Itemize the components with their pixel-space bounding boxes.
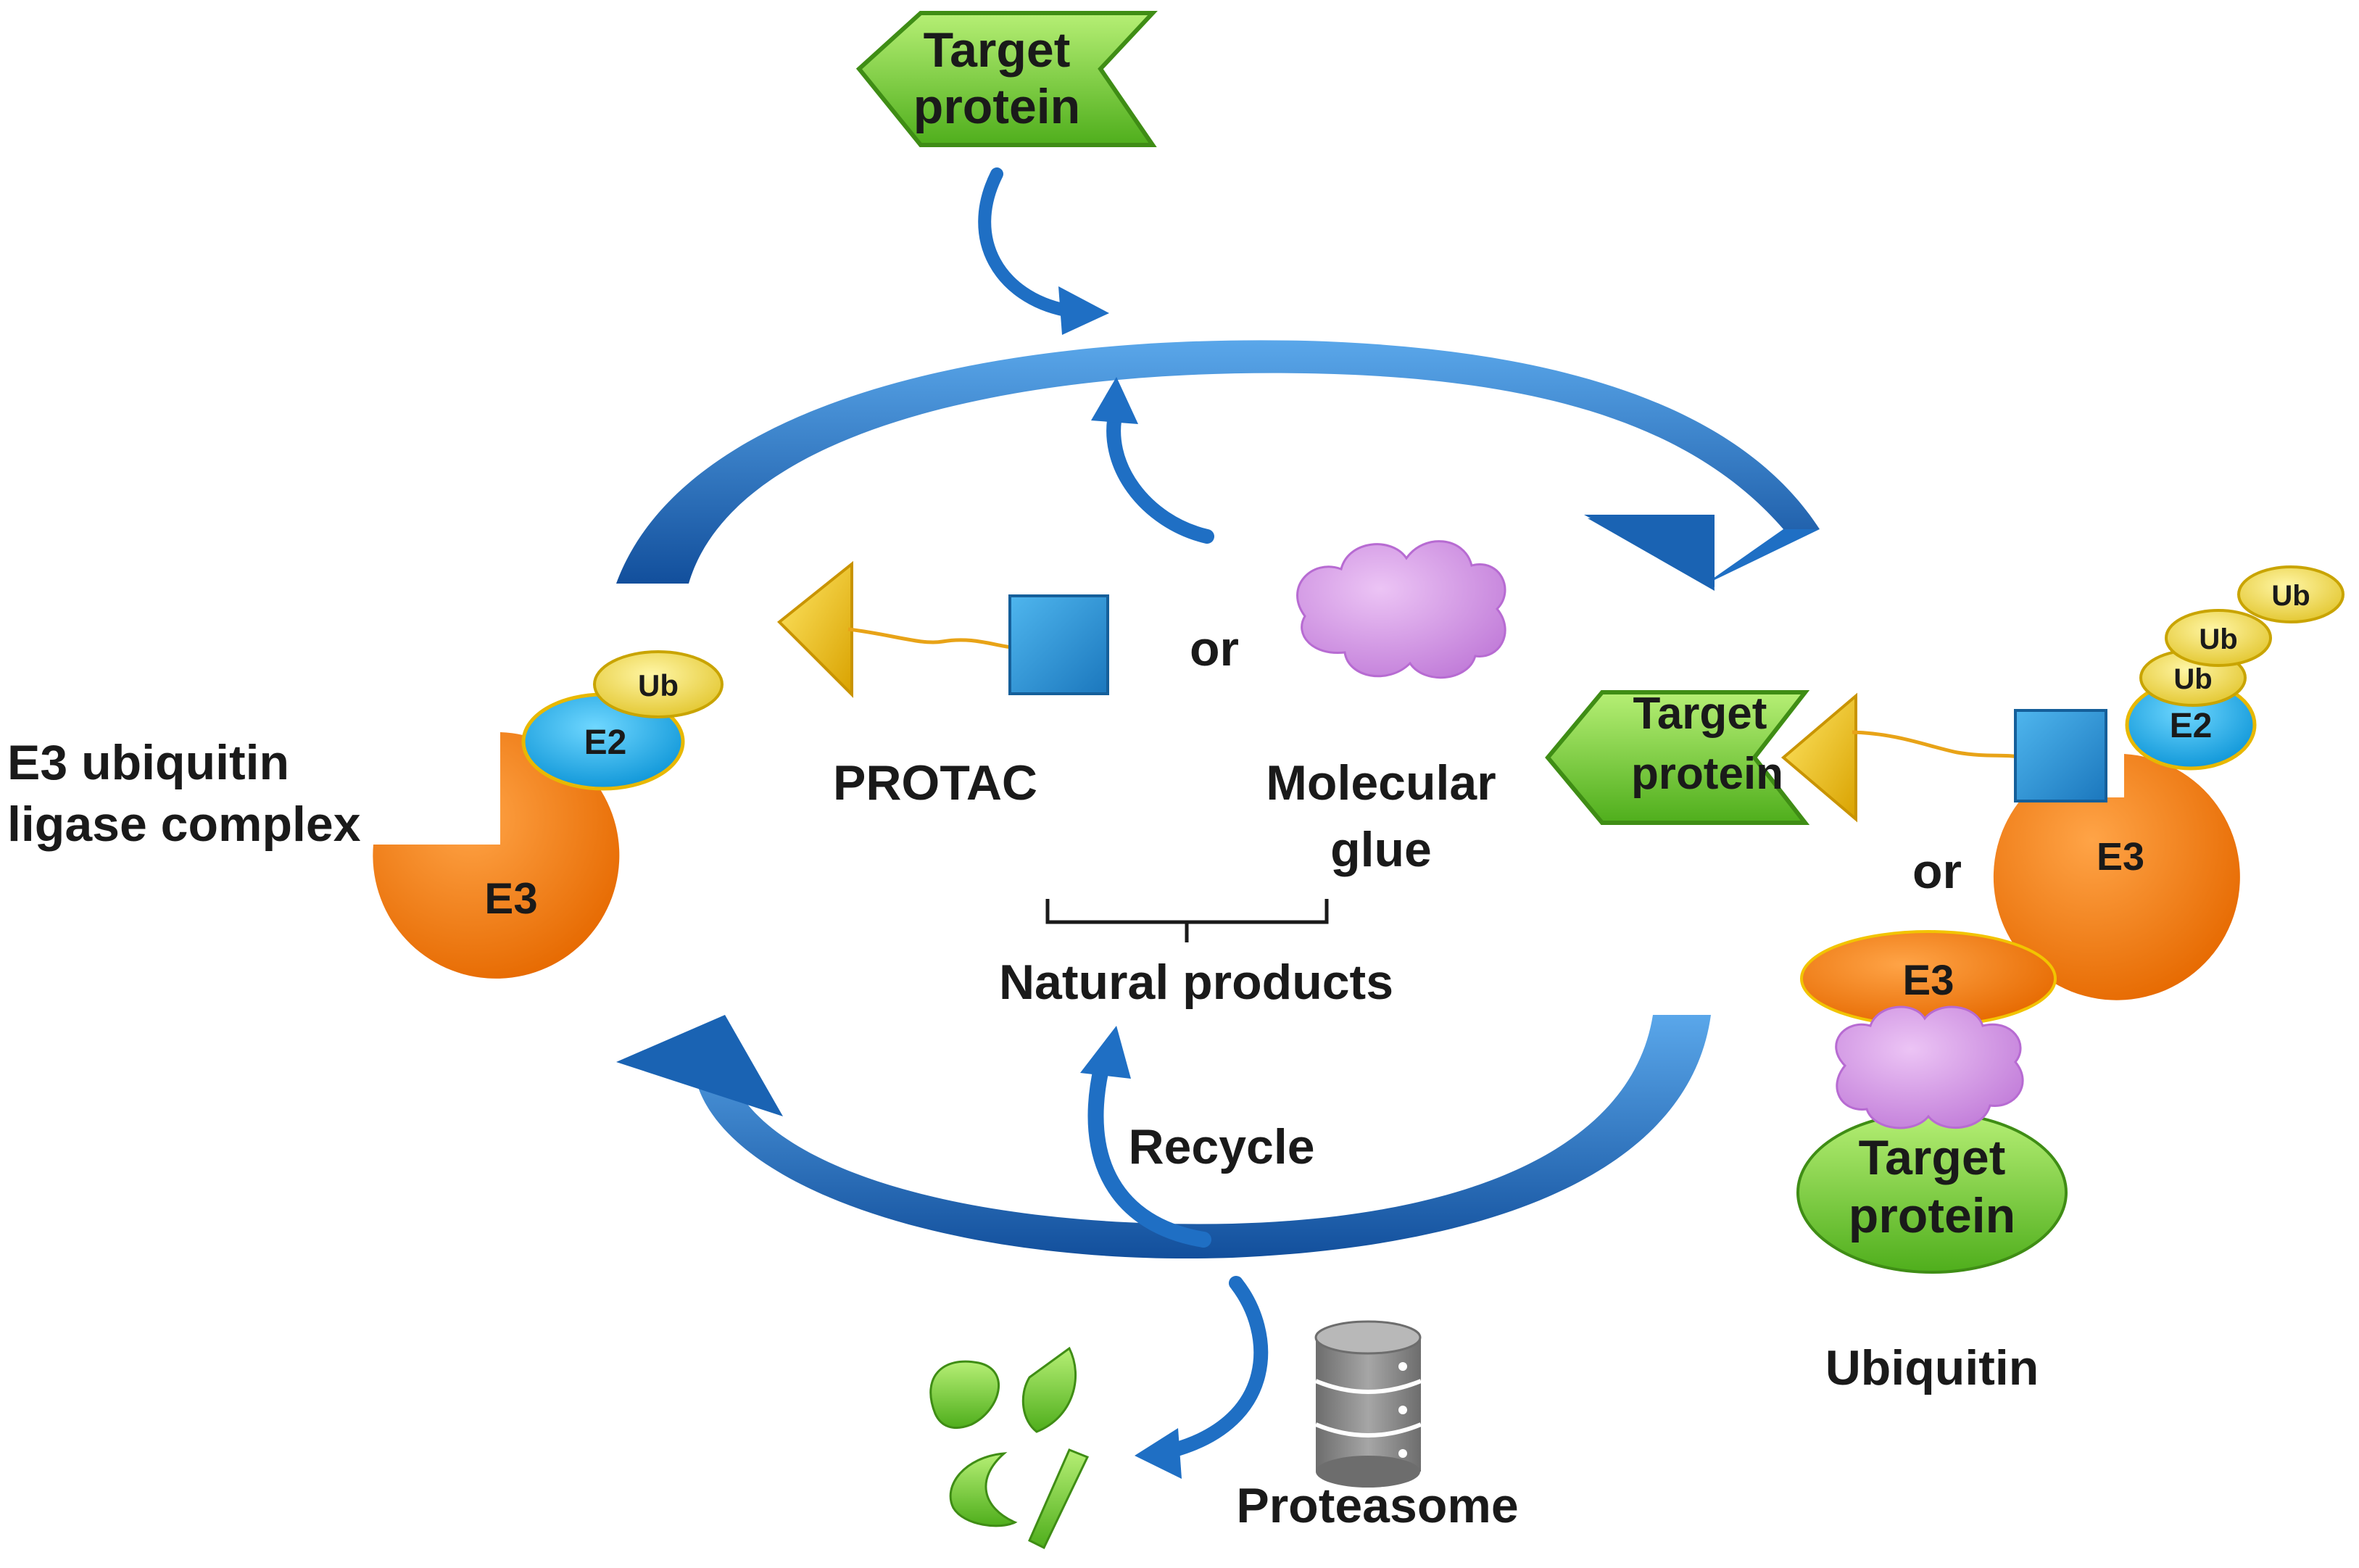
- natural-products-label: Natural products: [999, 955, 1393, 1010]
- bind-arrow-center: [1091, 377, 1214, 544]
- target-right-line1: Target: [1633, 689, 1767, 739]
- ub-label-left: Ub: [638, 668, 679, 702]
- cycle-arrow-bottom: [616, 1015, 1711, 1259]
- entry-arrow: [978, 167, 1109, 335]
- e3-complex-label-line2: ligase complex: [7, 797, 361, 852]
- e3-label-glue: E3: [1903, 957, 1954, 1004]
- e3-complex-left: E3 E2 Ub: [373, 650, 724, 979]
- target-right-line2: protein: [1631, 749, 1783, 799]
- protac-molecule: [777, 560, 1109, 698]
- ternary-complex-protac: Target protein E3 E2 Ub Ub Ub: [1545, 565, 2345, 1000]
- degraded-fragments: [929, 1346, 1090, 1550]
- molecular-glue-label-line1: Molecular: [1266, 755, 1496, 810]
- molecular-glue-label-line2: glue: [1330, 822, 1432, 877]
- ternary-complex-glue: E3 Target protein: [1796, 930, 2068, 1274]
- target-top-line2: protein: [913, 79, 1080, 134]
- recycle-arrow: [1080, 1026, 1211, 1248]
- or-center-label: or: [1190, 621, 1239, 676]
- proteasome-label: Proteasome: [1236, 1478, 1518, 1533]
- target-top-line1: Target: [924, 22, 1071, 78]
- e3-label-left: E3: [484, 874, 537, 923]
- proteasome-arrow: [1135, 1276, 1269, 1479]
- target-protein-top: Target protein: [855, 11, 1158, 147]
- e2-label-left: E2: [584, 723, 627, 762]
- ub-label-right-3: Ub: [2271, 580, 2310, 612]
- target-glue-line2: protein: [1849, 1188, 2015, 1243]
- ub-label-right-2: Ub: [2199, 623, 2237, 655]
- target-glue-line1: Target: [1859, 1130, 2006, 1185]
- recycle-label: Recycle: [1128, 1119, 1314, 1174]
- ub-label-right-1: Ub: [2173, 663, 2212, 695]
- molecular-glue-cloud: [1296, 540, 1506, 679]
- natural-products-bracket: [1045, 899, 1329, 942]
- or-right-label: or: [1912, 844, 1962, 899]
- ubiquitin-label: Ubiquitin: [1825, 1340, 2039, 1395]
- cycle-arrow-top-head: [1588, 518, 1715, 591]
- e2-label-right: E2: [2170, 707, 2213, 745]
- e3-complex-label-line1: E3 ubiquitin: [7, 735, 289, 790]
- cycle-arrow-top: [616, 340, 1820, 587]
- protac-label: PROTAC: [833, 755, 1037, 810]
- e3-label-right: E3: [2097, 835, 2144, 879]
- proteasome-icon: [1314, 1320, 1422, 1488]
